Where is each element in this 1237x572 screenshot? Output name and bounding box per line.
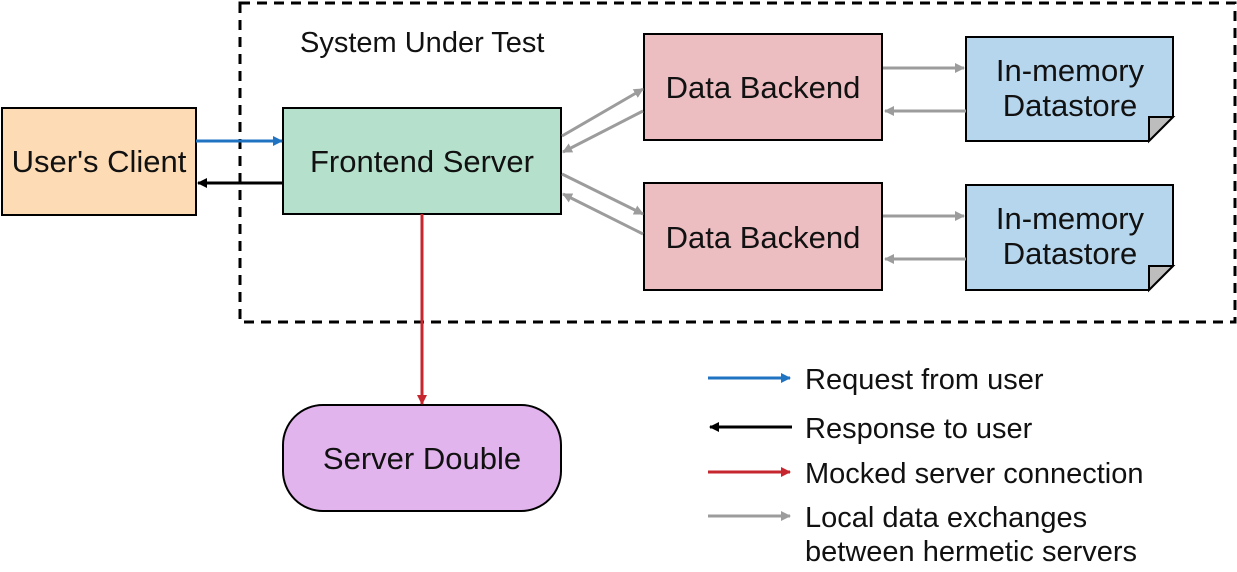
legend-mocked-label: Mocked server connection xyxy=(805,458,1144,490)
legend-response-label: Response to user xyxy=(805,413,1033,445)
datastore-label-1-line2: Datastore xyxy=(1003,88,1137,123)
legend-request-label: Request from user xyxy=(805,364,1044,396)
local-arrow-frontend-to-backend-2 xyxy=(561,172,644,216)
users-client-label: User's Client xyxy=(12,144,187,179)
data-backend-node-1: Data Backend xyxy=(643,33,883,141)
local-arrow-frontend-to-backend-1 xyxy=(561,87,644,138)
server-double-node: Server Double xyxy=(282,404,562,512)
data-backend-label-2: Data Backend xyxy=(666,220,861,255)
datastore-label-1-line1: In-memory xyxy=(996,53,1145,88)
local-arrow-backend-1-to-frontend xyxy=(562,109,644,154)
datastore-label-2-line2: Datastore xyxy=(1003,236,1137,271)
datastore-label-2-line1: In-memory xyxy=(996,201,1145,236)
legend-item-response: Response to user xyxy=(709,413,1033,445)
local-arrow-backend-2-to-frontend xyxy=(562,192,644,236)
legend-item-local: Local data exchanges between hermetic se… xyxy=(708,502,1137,568)
datastore-node-1: In-memory Datastore xyxy=(965,36,1176,144)
legend-item-request: Request from user xyxy=(708,364,1044,396)
server-double-label: Server Double xyxy=(323,441,521,476)
legend-local-label-line1: Local data exchanges xyxy=(805,502,1087,534)
datastore-node-2: In-memory Datastore xyxy=(965,184,1176,293)
data-backend-label-1: Data Backend xyxy=(666,70,861,105)
legend-local-label-line2: between hermetic servers xyxy=(805,536,1137,568)
users-client-node: User's Client xyxy=(1,107,197,216)
legend-item-mocked: Mocked server connection xyxy=(708,458,1144,490)
frontend-server-node: Frontend Server xyxy=(282,107,562,215)
boundary-label: System Under Test xyxy=(300,27,544,59)
frontend-server-label: Frontend Server xyxy=(310,144,534,179)
system-under-test-boundary xyxy=(238,1,1237,324)
data-backend-node-2: Data Backend xyxy=(643,182,883,291)
legend: Request from user Response to user Mocke… xyxy=(708,364,1144,568)
